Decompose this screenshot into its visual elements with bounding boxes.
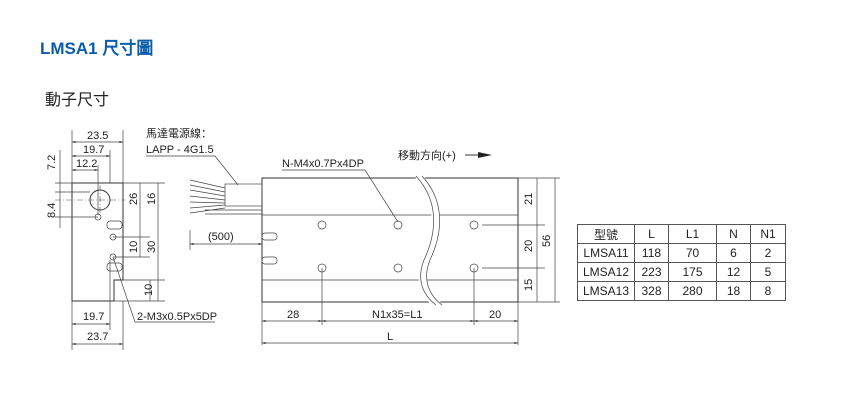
cell: 5 (750, 262, 786, 282)
dim-7-2: 7.2 (46, 155, 58, 170)
hole-callout: N-M4x0.7Px4DP (282, 158, 364, 170)
dim-10b: 10 (143, 284, 155, 296)
cell: 6 (716, 243, 751, 263)
cell: 223 (634, 262, 669, 282)
dim-28: 28 (287, 309, 299, 321)
cell: LMSA13 (577, 281, 635, 301)
cell: 70 (668, 243, 717, 263)
cable-length: (500) (208, 231, 234, 243)
dim-30: 30 (146, 241, 158, 253)
dim-21: 21 (523, 193, 535, 205)
cell: 118 (634, 243, 669, 263)
direction-label: 移動方向(+) (398, 148, 456, 162)
cell: 2 (750, 243, 786, 263)
dim-L: L (387, 331, 393, 343)
dim-pitch: N1x35=L1 (372, 309, 422, 321)
dim-bot-23-7: 23.7 (87, 331, 108, 343)
header-L: L (634, 224, 669, 244)
cell: LMSA12 (577, 262, 635, 282)
dim-19-7: 19.7 (83, 144, 104, 156)
side-view: 23.5 19.7 12.2 7.2 8.4 26 16 10 30 10 19… (46, 126, 239, 350)
dim-56: 56 (541, 235, 553, 247)
cell: 8 (750, 281, 786, 301)
dim-12-2: 12.2 (76, 158, 97, 170)
cell: 280 (668, 281, 717, 301)
page-title: LMSA1 尺寸圖 (40, 39, 154, 58)
cell: 328 (634, 281, 669, 301)
header-N1: N1 (750, 224, 786, 244)
dim-8-4: 8.4 (46, 203, 58, 218)
dim-26: 26 (128, 193, 140, 205)
cell: LMSA11 (577, 243, 635, 263)
cell: 12 (716, 262, 751, 282)
dim-16: 16 (146, 193, 158, 205)
dim-23-5: 23.5 (87, 130, 108, 142)
dim-bot-19-7: 19.7 (83, 311, 104, 323)
header-N: N (716, 224, 751, 244)
main-view: (500) N-M4x0.7Px4DP 移動方向(+) 21 20 15 56 … (189, 148, 560, 345)
mounting-holes (317, 220, 479, 273)
cell: 18 (716, 281, 751, 301)
screw-callout: 2-M3x0.5Px5DP (137, 311, 217, 323)
header-L1: L1 (668, 224, 717, 244)
dim-15: 15 (523, 279, 535, 291)
cable-label: 馬達電源線： (146, 126, 212, 140)
section-subtitle: 動子尺寸 (45, 92, 110, 109)
dim-20-h: 20 (489, 309, 501, 321)
header-model: 型號 (577, 224, 635, 244)
dim-10a: 10 (128, 241, 140, 253)
table-header-row: 型號 L L1 N N1 (577, 224, 786, 244)
dim-20-v: 20 (523, 240, 535, 252)
cable-spec: LAPP - 4G1.5 (146, 144, 214, 156)
cell: 175 (668, 262, 717, 282)
